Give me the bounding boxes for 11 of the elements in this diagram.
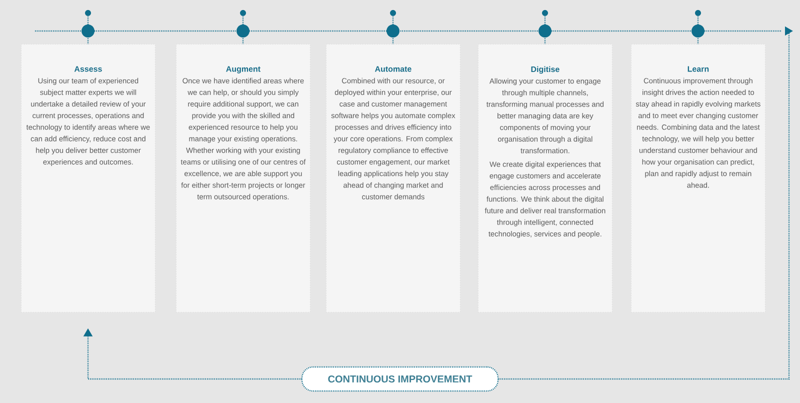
card-heading: Assess: [74, 66, 102, 72]
step-card: [176, 44, 310, 312]
loop-pill: CONTINUOUS IMPROVEMENT: [301, 366, 499, 392]
card-heading: Digitise: [531, 66, 560, 74]
step-card: [21, 44, 156, 312]
card-heading: Automate: [374, 66, 412, 72]
step-card: [478, 44, 612, 312]
step-card: [631, 44, 766, 312]
card-heading: Learn: [688, 66, 709, 72]
card-heading: Augment: [226, 66, 260, 74]
step-card: [326, 44, 460, 312]
